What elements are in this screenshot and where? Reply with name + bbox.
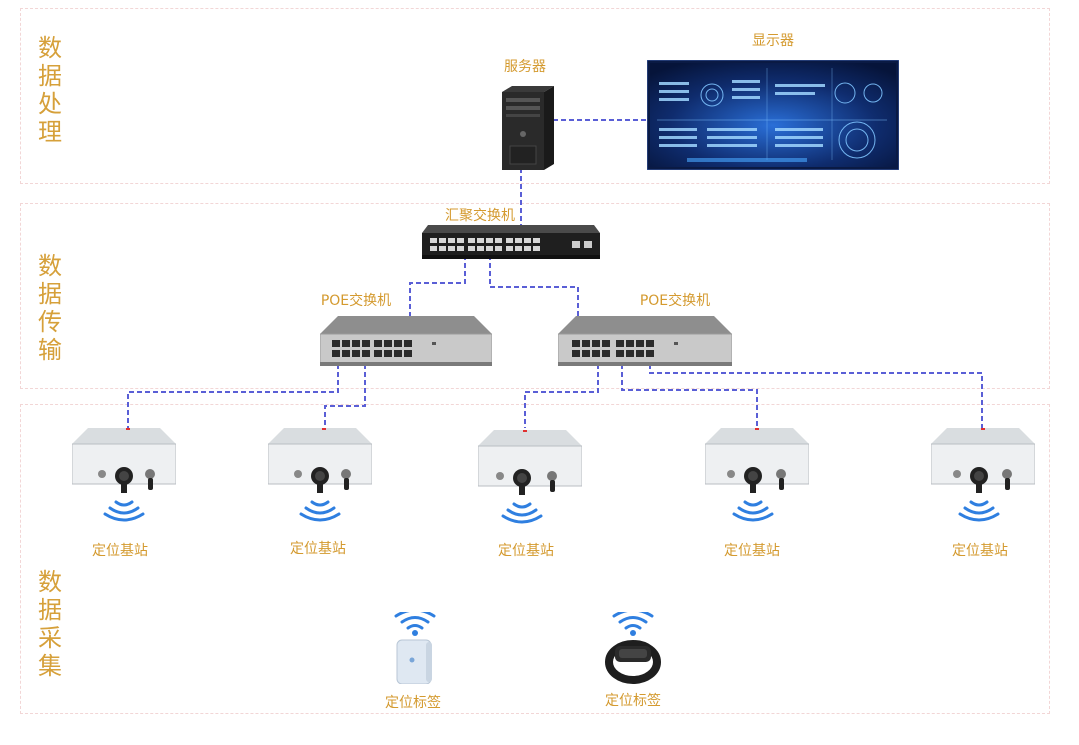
zone-label-processing: 数据处理	[38, 34, 62, 146]
station-3-label: 定位基站	[498, 543, 554, 559]
zone-collection	[20, 404, 1050, 714]
tag-2-icon	[605, 612, 661, 684]
link-core-poe2	[489, 255, 579, 340]
tag-1-label: 定位标签	[385, 695, 441, 711]
zone-transmission	[20, 203, 1050, 389]
link-poe2-station3	[524, 348, 599, 428]
poe-switch-2-label: POE交换机	[639, 293, 711, 309]
poe-switch-1-label: POE交换机	[320, 293, 392, 309]
core-switch-label: 汇聚交换机	[445, 208, 515, 224]
station-3-icon	[478, 430, 582, 524]
poe-switch-1-icon	[320, 316, 492, 366]
station-5-label: 定位基站	[952, 543, 1008, 559]
display-label: 显示器	[752, 33, 794, 49]
core-switch-icon	[422, 225, 600, 259]
poe-switch-2-icon	[558, 316, 732, 366]
link-poe1-station1	[127, 348, 339, 428]
link-poe2-station4	[621, 348, 758, 428]
tag-2-label: 定位标签	[605, 693, 661, 709]
zone-processing	[20, 8, 1050, 184]
station-1-icon	[72, 428, 176, 522]
tag-1-icon	[394, 612, 436, 684]
station-4-label: 定位基站	[724, 543, 780, 559]
server-icon	[502, 86, 554, 170]
station-2-label: 定位基站	[290, 541, 346, 557]
station-1-label: 定位基站	[92, 543, 148, 559]
station-2-icon	[268, 428, 372, 522]
server-label: 服务器	[504, 59, 546, 75]
zone-label-transmission: 数据传输	[38, 252, 62, 364]
link-poe1-station2	[324, 348, 366, 428]
station-5-icon	[931, 428, 1035, 522]
zone-label-collection: 数据采集	[38, 568, 62, 680]
display-icon	[647, 60, 899, 170]
station-4-icon	[705, 428, 809, 522]
